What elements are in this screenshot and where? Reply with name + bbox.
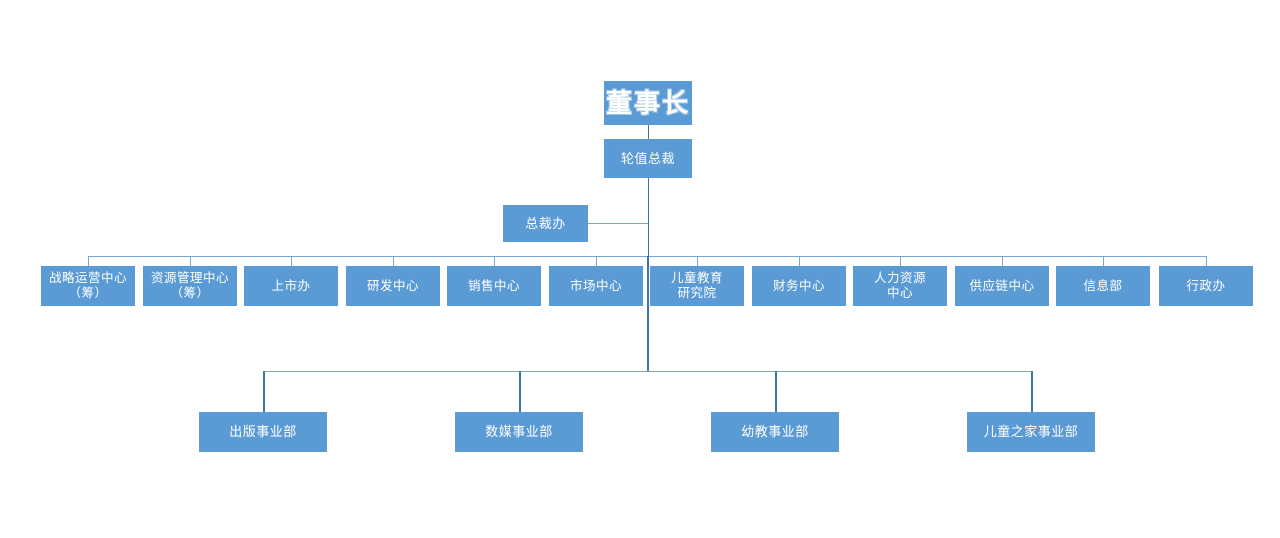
node-department-12-label: 行政办 (1186, 278, 1226, 293)
node-department-5-label: 销售中心 (467, 278, 520, 293)
node-business-unit-2-label: 数媒事业部 (485, 424, 553, 440)
business-unit-drop-4 (1031, 371, 1033, 412)
node-department-11-label: 信息部 (1083, 278, 1123, 293)
node-department-6[interactable]: 市场中心 (549, 266, 643, 306)
node-chairman[interactable]: 董事长 (604, 81, 692, 125)
department-drop-3 (291, 256, 292, 266)
node-department-8[interactable]: 财务中心 (752, 266, 846, 306)
business-unit-drop-2 (519, 371, 521, 412)
department-drop-12 (1206, 256, 1207, 266)
department-drop-7 (697, 256, 698, 266)
department-drop-2 (190, 256, 191, 266)
department-drop-4 (393, 256, 394, 266)
connector-chairman-to-president (648, 125, 649, 139)
department-drop-5 (494, 256, 495, 266)
node-department-4[interactable]: 研发中心 (346, 266, 440, 306)
node-department-10-label: 供应链中心 (969, 278, 1035, 293)
department-drop-10 (1002, 256, 1003, 266)
node-business-unit-4-label: 儿童之家事业部 (983, 424, 1079, 440)
department-drop-11 (1103, 256, 1104, 266)
department-drop-8 (799, 256, 800, 266)
node-business-unit-1-label: 出版事业部 (229, 424, 297, 440)
node-department-7[interactable]: 儿童教育 研究院 (650, 266, 744, 306)
department-drop-1 (88, 256, 89, 266)
node-rotating-president-label: 轮值总裁 (620, 150, 675, 166)
node-business-unit-3-label: 幼教事业部 (741, 424, 809, 440)
node-department-12[interactable]: 行政办 (1159, 266, 1253, 306)
node-business-unit-4[interactable]: 儿童之家事业部 (967, 412, 1095, 452)
connector-presidents-office (588, 223, 648, 224)
node-business-unit-3[interactable]: 幼教事业部 (711, 412, 839, 452)
node-department-9[interactable]: 人力资源 中心 (853, 266, 947, 306)
node-department-4-label: 研发中心 (366, 278, 419, 293)
connector-president-spine (648, 178, 649, 256)
connector-spine-to-business-units (647, 256, 649, 371)
node-department-3-label: 上市办 (271, 278, 311, 293)
node-department-1[interactable]: 战略运营中心 （筹） (41, 266, 135, 306)
node-rotating-president[interactable]: 轮值总裁 (604, 139, 692, 178)
node-department-2[interactable]: 资源管理中心 （筹） (143, 266, 237, 306)
node-presidents-office[interactable]: 总裁办 (503, 205, 588, 242)
node-department-10[interactable]: 供应链中心 (955, 266, 1049, 306)
node-chairman-label: 董事长 (605, 87, 690, 118)
node-department-1-label: 战略运营中心 （筹） (48, 271, 127, 300)
node-business-unit-1[interactable]: 出版事业部 (199, 412, 327, 452)
node-department-9-label: 人力资源 中心 (873, 271, 926, 300)
node-department-11[interactable]: 信息部 (1056, 266, 1150, 306)
node-department-8-label: 财务中心 (772, 278, 825, 293)
node-department-5[interactable]: 销售中心 (447, 266, 541, 306)
business-unit-bus (263, 371, 1031, 372)
department-drop-6 (596, 256, 597, 266)
node-business-unit-2[interactable]: 数媒事业部 (455, 412, 583, 452)
node-presidents-office-label: 总裁办 (525, 215, 566, 231)
node-department-2-label: 资源管理中心 （筹） (150, 271, 229, 300)
business-unit-drop-3 (775, 371, 777, 412)
node-department-3[interactable]: 上市办 (244, 266, 338, 306)
node-department-6-label: 市场中心 (569, 278, 622, 293)
node-department-7-label: 儿童教育 研究院 (670, 271, 723, 300)
department-drop-9 (900, 256, 901, 266)
business-unit-drop-1 (263, 371, 265, 412)
